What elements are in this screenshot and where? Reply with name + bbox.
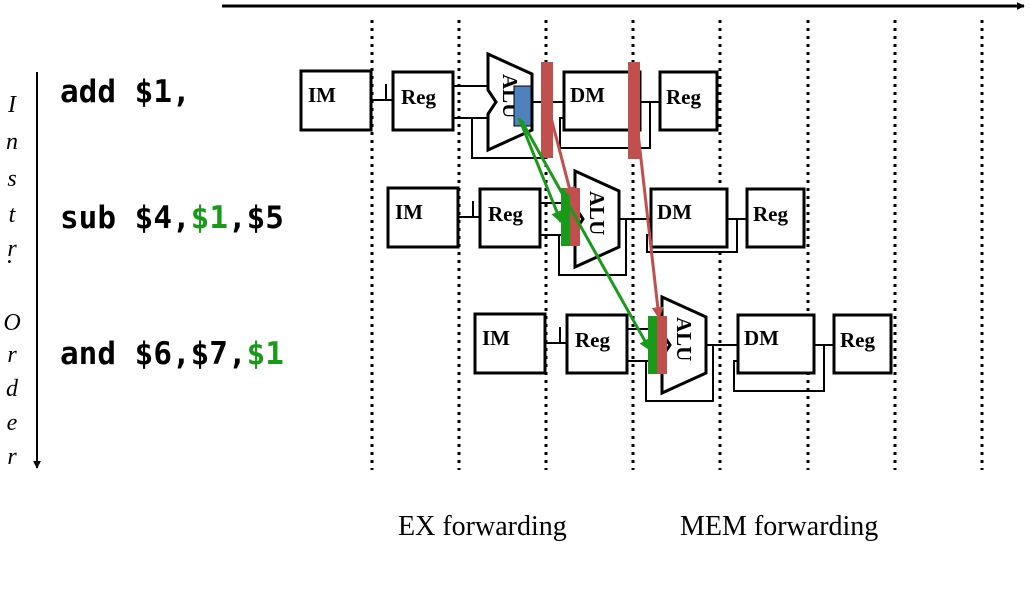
ex-mem-register-highlight <box>541 62 553 158</box>
instruction-add: add $1, <box>60 74 191 110</box>
instruction-part: ,$5 <box>228 200 284 236</box>
mem-forwarding-arrow <box>519 119 652 352</box>
order-letter: . <box>7 243 13 269</box>
reg-box <box>478 187 542 249</box>
pipeline-row-and: IM Reg ALU DM Reg <box>473 294 893 402</box>
order-letter: s <box>7 166 16 192</box>
im-box <box>386 186 460 249</box>
pipeline-row-add: IM Reg ALU DM Reg <box>299 51 719 159</box>
reg-label: Reg <box>575 328 610 352</box>
reg-label: Reg <box>401 85 436 109</box>
instruction-part: $1 <box>247 336 284 372</box>
im-box <box>299 69 373 132</box>
instruction-part: sub $4, <box>60 200 191 236</box>
order-letter: r <box>7 236 17 262</box>
dm-label: DM <box>744 326 779 350</box>
ex-forwarding-arrow <box>517 117 563 224</box>
pipeline-row-sub: IM Reg ALU DM Reg <box>386 168 806 276</box>
order-letter: O <box>3 310 20 336</box>
dm-label: DM <box>570 83 605 107</box>
order-letter: I <box>7 92 17 118</box>
im-label: IM <box>308 83 336 107</box>
and-alu-input-red <box>657 316 667 374</box>
mem-forwarding-caption: MEM forwarding <box>680 511 878 542</box>
order-letter: r <box>7 342 17 368</box>
im-label: IM <box>395 200 423 224</box>
reg-box <box>745 187 806 249</box>
instruction-part: and $6,$7, <box>60 336 247 372</box>
instruction-part: $1 <box>191 200 228 236</box>
order-letter: n <box>6 129 18 155</box>
order-letter: r <box>7 444 17 470</box>
order-label: I n s t r . O r d e r <box>3 92 20 470</box>
order-letter: d <box>6 376 19 402</box>
and-alu-input-green <box>648 316 657 374</box>
reg-label: Reg <box>666 85 701 109</box>
instruction-part: add $1, <box>60 74 191 110</box>
ex-red-forwarding-arrow <box>546 105 576 200</box>
dm-box <box>736 313 816 375</box>
reg-box <box>832 313 893 375</box>
order-letter: e <box>7 410 18 436</box>
dm-label: DM <box>657 200 692 224</box>
ex-forwarding-caption: EX forwarding <box>398 511 567 542</box>
reg-label: Reg <box>840 328 875 352</box>
alu-label: ALU <box>585 191 609 235</box>
sub-alu-input-green <box>561 188 570 246</box>
reg-box <box>658 70 719 132</box>
im-label: IM <box>482 326 510 350</box>
reg-label: Reg <box>753 202 788 226</box>
reg-box <box>565 313 629 375</box>
dm-box <box>649 187 729 249</box>
im-box <box>473 312 547 375</box>
reg-label: Reg <box>488 202 523 226</box>
order-letter: t <box>9 202 17 228</box>
instruction-and: and $6,$7,$1 <box>60 336 284 372</box>
instruction-sub: sub $4,$1,$5 <box>60 200 284 236</box>
mem-red-forwarding-arrow <box>633 105 664 320</box>
alu-label: ALU <box>672 317 696 361</box>
reg-box <box>391 70 455 132</box>
